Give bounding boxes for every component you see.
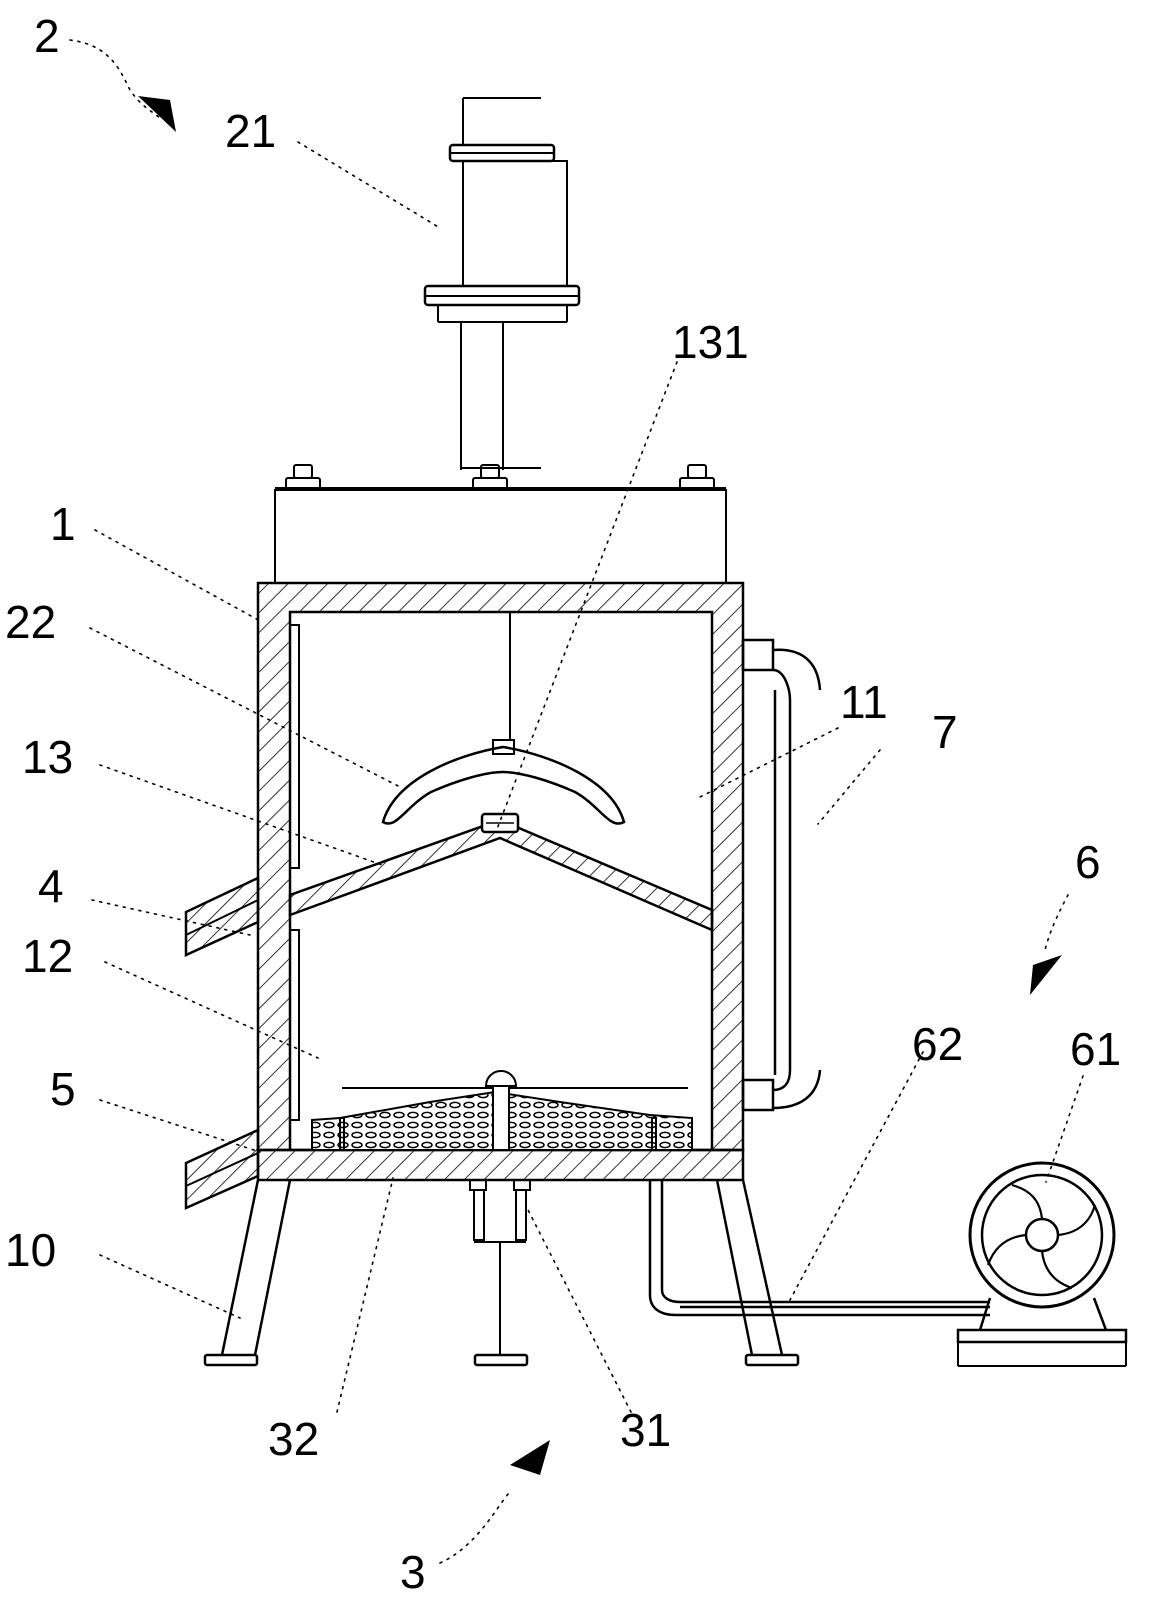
legs (203, 1179, 800, 1367)
label-3: 3 (400, 1546, 426, 1598)
arrow-3 (510, 1440, 550, 1475)
label-31: 31 (620, 1404, 671, 1456)
label-22: 22 (5, 596, 56, 648)
label-12: 12 (22, 930, 73, 982)
outlet-4 (184, 876, 260, 957)
outlet-5 (184, 1128, 260, 1210)
screen-plate (288, 812, 714, 932)
label-21: 21 (225, 105, 276, 157)
fan-assembly (648, 1161, 1128, 1367)
label-61: 61 (1070, 1023, 1121, 1075)
top-cover (274, 464, 727, 584)
arrow-2 (138, 96, 176, 132)
label-5: 5 (50, 1063, 76, 1115)
label-11: 11 (840, 676, 888, 728)
labels: 2 21 131 1 22 11 7 13 6 4 12 62 61 5 10 … (5, 10, 1121, 1598)
bottom-grinder (311, 1070, 693, 1367)
side-pipe-7 (741, 638, 822, 1112)
arrows (138, 96, 1062, 1475)
label-10: 10 (5, 1224, 56, 1276)
label-131: 131 (672, 316, 749, 368)
arrow-6 (1030, 955, 1062, 995)
label-62: 62 (912, 1018, 963, 1070)
leader-lines (69, 39, 1084, 1564)
label-6: 6 (1075, 836, 1101, 888)
label-13: 13 (22, 731, 73, 783)
label-2: 2 (34, 10, 60, 62)
label-1: 1 (50, 498, 76, 550)
label-7: 7 (932, 706, 958, 758)
label-4: 4 (38, 860, 64, 912)
motor (423, 97, 581, 470)
label-32: 32 (268, 1413, 319, 1465)
stirrer (381, 612, 626, 825)
